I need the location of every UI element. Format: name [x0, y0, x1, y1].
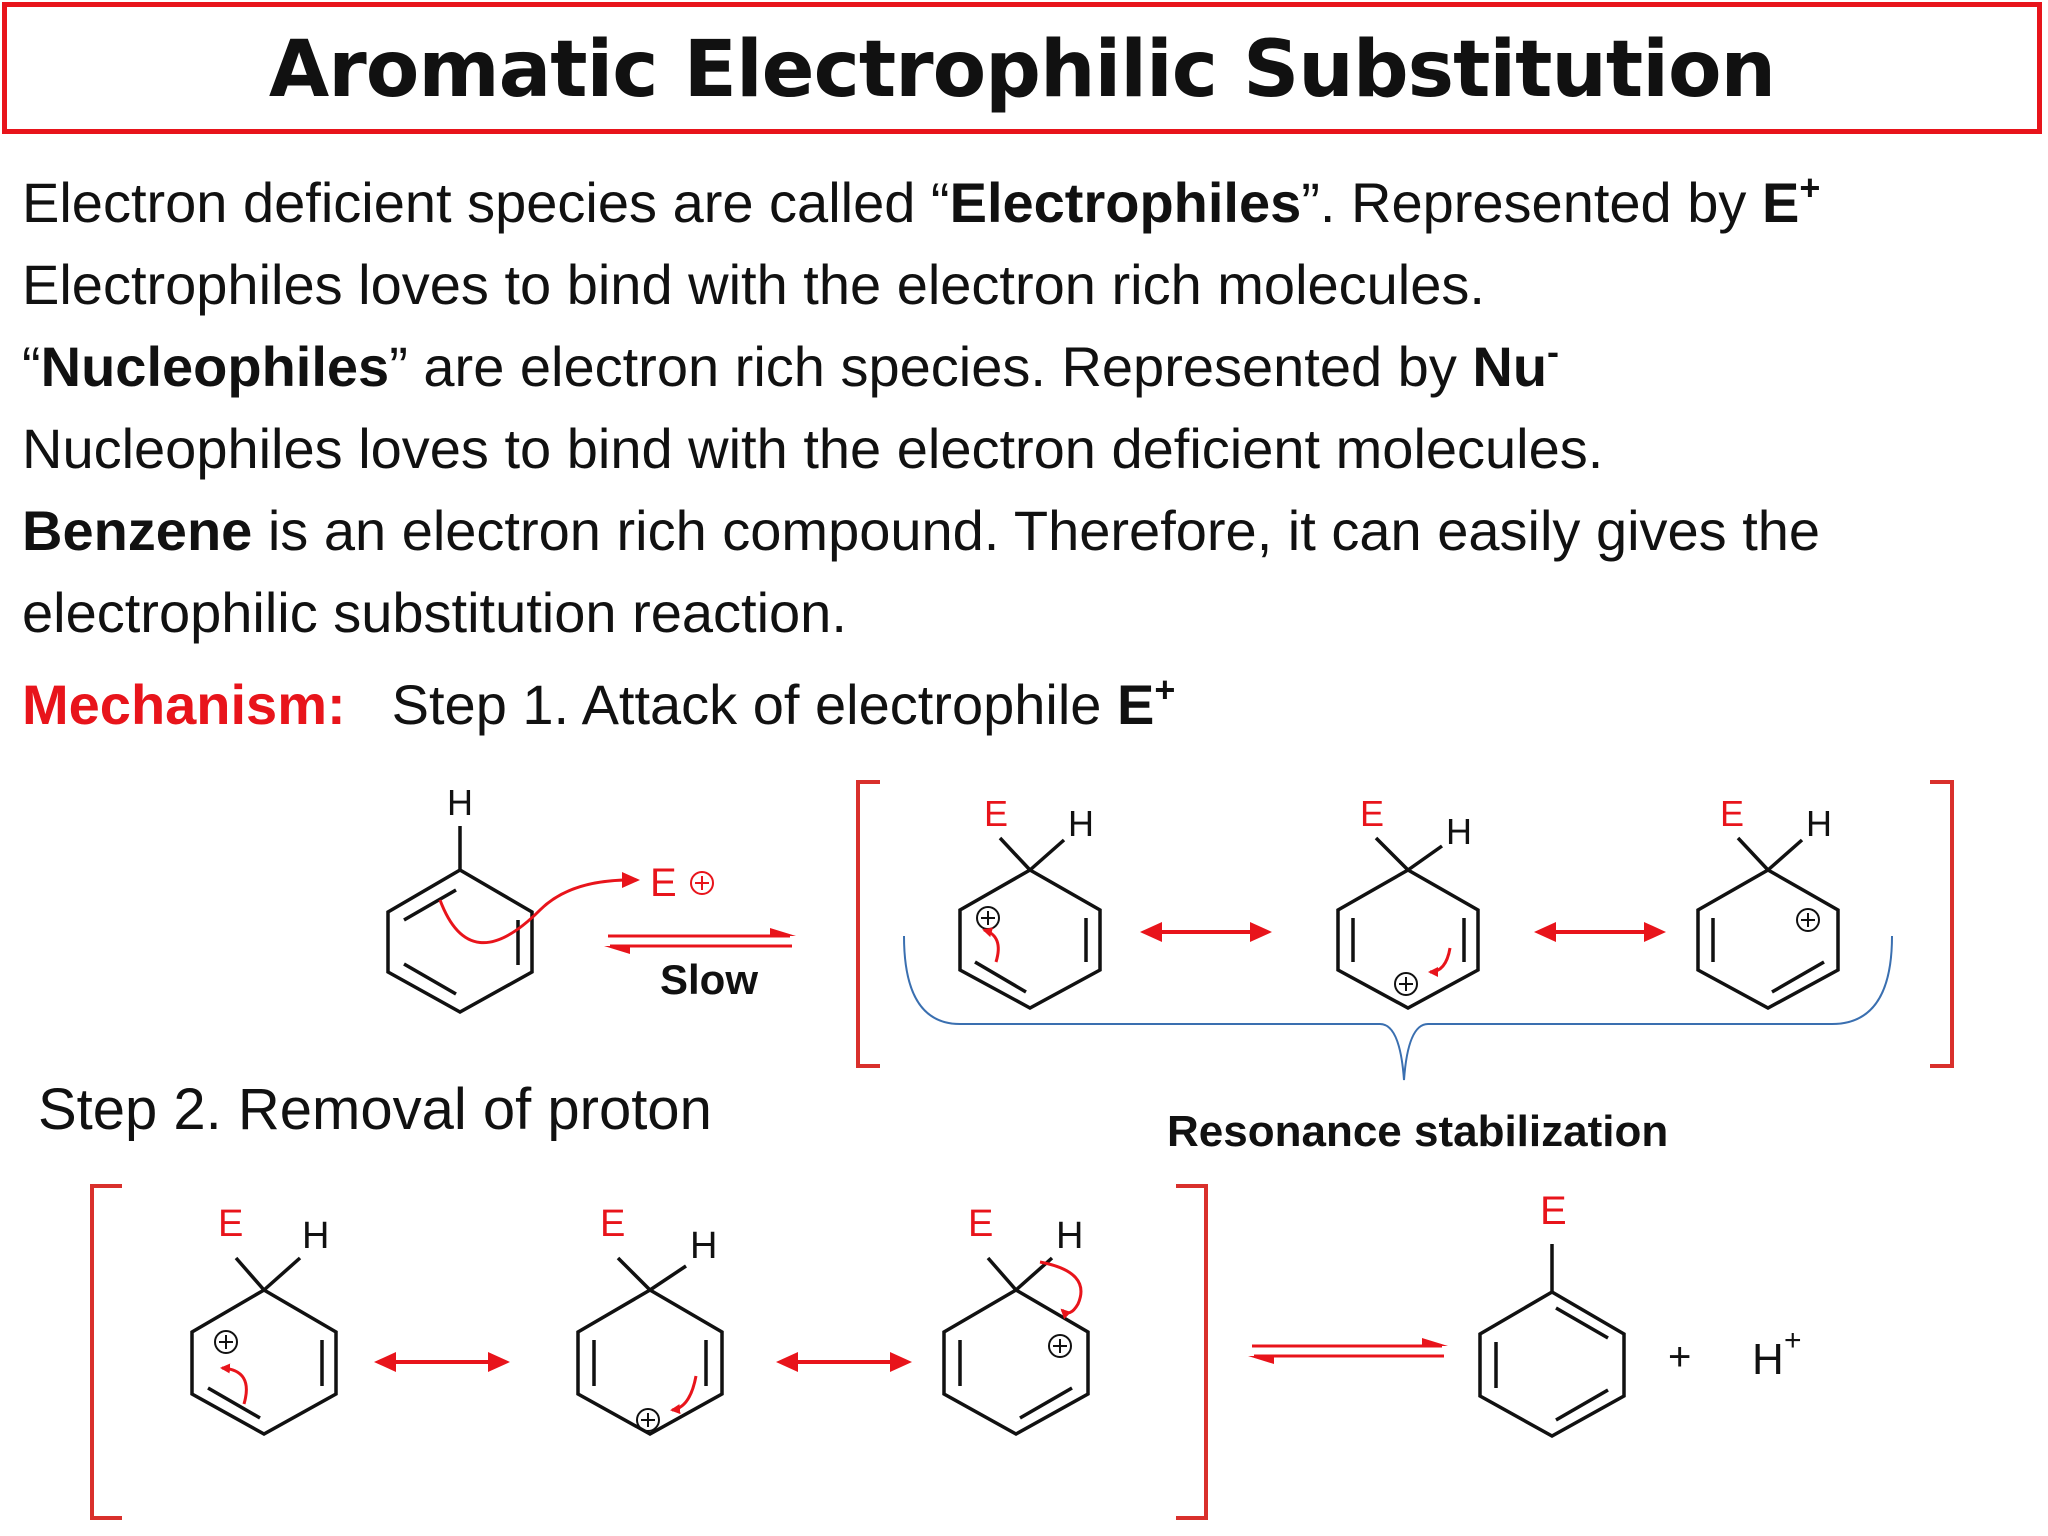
text: ” are electron rich species. Represented…	[389, 335, 1473, 398]
plus-charge-icon	[636, 1408, 660, 1432]
curved-arrow	[982, 927, 1000, 963]
intro-line-4: Nucleophiles loves to bind with the elec…	[22, 417, 1604, 480]
resonance-arrow	[1140, 922, 1272, 942]
bracket-right	[1930, 780, 1954, 1068]
atom-h: H	[1056, 1215, 1083, 1257]
curved-arrow	[1039, 1260, 1083, 1320]
plus-charge-icon	[690, 871, 714, 895]
plus-charge-icon	[976, 906, 1000, 930]
curved-arrow	[670, 1375, 698, 1415]
charge-plus: +	[1154, 669, 1176, 710]
charge-minus: -	[1547, 331, 1560, 372]
step2-heading: Step 2. Removal of proton	[38, 1077, 712, 1142]
product-substituted-benzene: E	[1478, 1189, 1626, 1439]
atom-e: E	[600, 1203, 625, 1245]
atom-h: H	[447, 782, 473, 823]
intro-line-1: Electron deficient species are called “E…	[22, 170, 1820, 235]
plus-sign: +	[1668, 1335, 1691, 1379]
bracket-left	[90, 1184, 122, 1520]
proton-h: H	[1752, 1335, 1784, 1384]
step2-structure-3: E H	[942, 1203, 1090, 1437]
step2-structure-1: E H	[190, 1203, 338, 1437]
atom-e: E	[1360, 793, 1384, 834]
symbol-e: E	[1116, 673, 1155, 736]
term-nucleophiles: Nucleophiles	[40, 335, 390, 398]
mechanism-line: Mechanism: Step 1. Attack of electrophile…	[22, 672, 1175, 737]
atom-h: H	[690, 1225, 717, 1267]
intro-line-6: electrophilic substitution reaction.	[22, 581, 847, 644]
resonance-structure-1: E H	[958, 793, 1102, 1010]
text: is an electron rich compound. Therefore,…	[252, 499, 1821, 562]
atom-h: H	[302, 1215, 329, 1257]
atom-e: E	[1540, 1189, 1567, 1233]
plus-charge-icon	[1394, 972, 1418, 996]
attack-curved-arrow	[438, 878, 631, 945]
atom-h: H	[1068, 803, 1094, 844]
intro-line-3: “Nucleophiles” are electron rich species…	[22, 334, 1559, 399]
page-title: Aromatic Electrophilic Substitution	[268, 25, 1776, 115]
atom-e: E	[218, 1203, 243, 1245]
benzene-start	[386, 826, 534, 1015]
step1-text: Step 1. Attack of electrophile	[391, 673, 1117, 736]
atom-e: E	[968, 1203, 993, 1245]
resonance-structure-2: E H	[1336, 793, 1480, 1010]
plus-charge-icon	[1048, 1334, 1072, 1358]
equilibrium-arrows	[1248, 1338, 1448, 1364]
atom-e: E	[1720, 793, 1744, 834]
title-box: Aromatic Electrophilic Substitution	[2, 2, 2042, 134]
bracket-right	[1176, 1184, 1208, 1520]
text: ”. Represented by	[1301, 171, 1762, 234]
term-benzene: Benzene	[22, 499, 253, 562]
atom-h: H	[1446, 811, 1472, 852]
resonance-brace	[903, 935, 1893, 1081]
charge-plus: +	[1799, 167, 1821, 208]
text: “	[22, 335, 41, 398]
arrowhead	[622, 872, 640, 888]
curved-arrow	[1428, 947, 1452, 977]
atom-h: H	[1806, 803, 1832, 844]
bracket-left	[856, 780, 880, 1068]
term-electrophiles: Electrophiles	[949, 171, 1302, 234]
resonance-arrow	[1534, 922, 1666, 942]
text: Electron deficient species are called “	[22, 171, 950, 234]
plus-charge-icon	[214, 1330, 238, 1354]
resonance-arrow	[374, 1352, 510, 1372]
curved-arrow	[220, 1363, 248, 1405]
mechanism-label: Mechanism:	[22, 673, 346, 736]
resonance-label: Resonance stabilization	[1167, 1107, 1669, 1156]
equilibrium-arrows	[604, 928, 796, 954]
symbol-e: E	[1761, 171, 1800, 234]
slow-label: Slow	[660, 956, 759, 1003]
proton-charge: +	[1784, 1324, 1802, 1357]
plus-charge-icon	[1796, 908, 1820, 932]
step2-structure-2: E H	[576, 1203, 724, 1437]
atom-e: E	[650, 861, 677, 905]
intro-line-5: Benzene is an electron rich compound. Th…	[22, 498, 1820, 563]
intro-line-2: Electrophiles loves to bind with the ele…	[22, 253, 1485, 316]
resonance-arrow	[776, 1352, 912, 1372]
resonance-structure-3: E H	[1696, 793, 1840, 1010]
atom-e: E	[984, 793, 1008, 834]
symbol-nu: Nu	[1472, 335, 1548, 398]
